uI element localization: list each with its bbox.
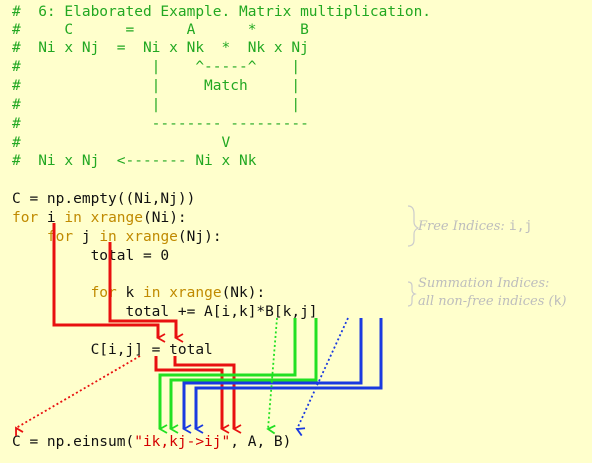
comment-line-2: # C = A * B	[12, 22, 309, 38]
code-line-assign: C[i,j] = total	[12, 342, 213, 358]
summation-note-line-2: all non-free indices (k)	[418, 294, 567, 309]
keyword-for: for	[12, 210, 39, 226]
summation-brace	[407, 281, 417, 307]
arrow-cj-to-einsum	[173, 356, 242, 434]
code-line-accumulate: total += A[i,k]*B[k,j]	[12, 304, 318, 320]
comment-line-4: # | ^-----^ |	[12, 59, 301, 75]
comment-line-7: # -------- ---------	[12, 116, 309, 132]
arrow-bj-to-einsum	[194, 318, 383, 434]
arrow-ak-to-einsum	[169, 318, 318, 434]
code-line-empty: C = np.empty((Ni,Nj))	[12, 191, 196, 207]
keyword-xrange: xrange	[125, 229, 178, 245]
arrow-bk-to-einsum	[182, 318, 363, 434]
arrow-ci-to-einsum	[154, 356, 230, 434]
code-line-for-k: for k in xrange(Nk):	[90, 285, 266, 301]
comment-line-3: # Ni x Nj = Ni x Nk * Nk x Nj	[12, 40, 309, 56]
arrow-ai-to-einsum	[158, 318, 297, 434]
free-indices-brace	[407, 205, 420, 247]
arrow-a-to-operand	[266, 317, 278, 435]
code-line-einsum: C = np.einsum("ik,kj->ij", A, B)	[12, 434, 292, 450]
comment-line-6: # | |	[12, 97, 301, 113]
keyword-in: in	[142, 285, 161, 301]
keyword-in: in	[64, 210, 82, 226]
comment-line-9: # Ni x Nj <------- Ni x Nk	[12, 153, 257, 169]
keyword-xrange: xrange	[90, 210, 143, 226]
free-indices-note: Free Indices: i,j	[418, 219, 533, 234]
code-line-total-init: total = 0	[12, 248, 170, 264]
comment-line-5: # | Match |	[12, 78, 301, 94]
arrow-c-to-result	[15, 355, 141, 437]
einsum-subscripts: "ik,kj->ij"	[134, 434, 231, 450]
comment-line-1: # 6: Elaborated Example. Matrix multipli…	[12, 4, 432, 20]
arrow-b-to-operand	[295, 317, 349, 437]
keyword-in: in	[99, 229, 117, 245]
summation-note-line-1: Summation Indices:	[418, 276, 550, 291]
code-line-for-j: for j in xrange(Nj):	[46, 229, 222, 245]
code-line-for-i: for i in xrange(Ni):	[12, 210, 187, 226]
arrow-j-to-c	[108, 242, 184, 343]
arrow-i-to-c	[52, 223, 166, 343]
keyword-xrange: xrange	[169, 285, 222, 301]
comment-line-8: # V	[12, 135, 231, 151]
